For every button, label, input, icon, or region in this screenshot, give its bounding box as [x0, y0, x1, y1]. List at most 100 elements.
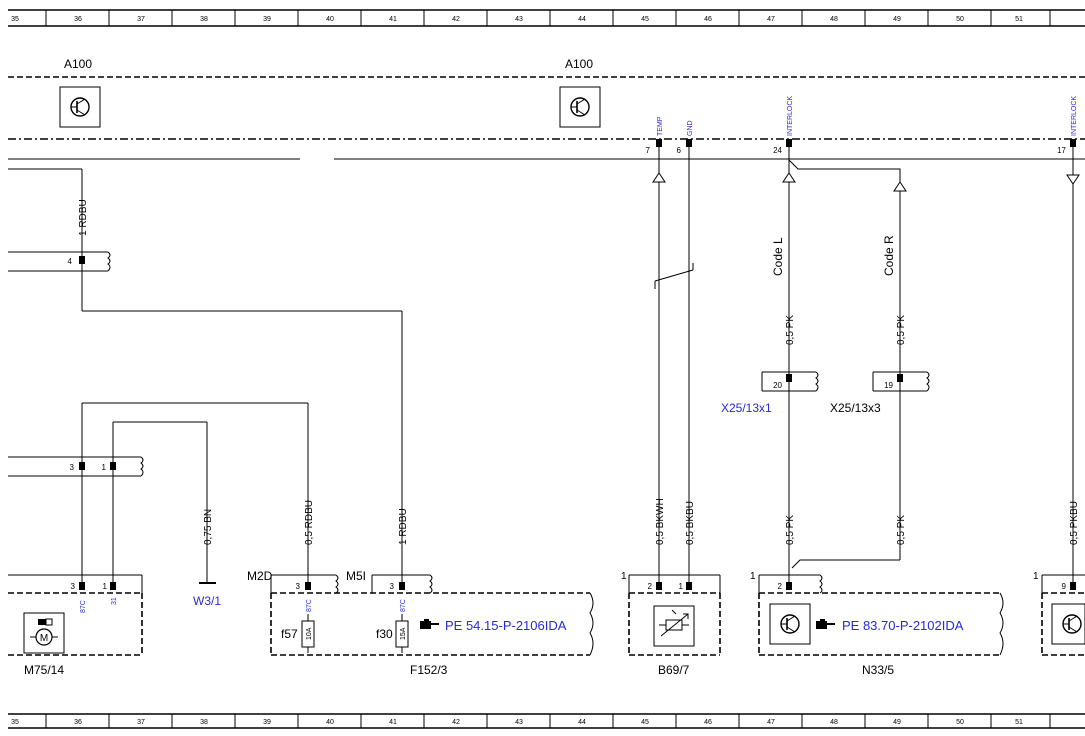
pointing-hand-icon [816, 619, 835, 629]
wires-interlock: Code L Code R 0,5 PK 0,5 PK 20 X25/13x1 … [721, 147, 930, 582]
component-m75-14: 3 1 87C 31 M M75/14 [8, 574, 143, 677]
wire-label: 1 RDBU [398, 508, 409, 545]
component-f152-3: M2D M5I 3 3 87C 87C 10A 15A f57 f30 PE [247, 569, 594, 677]
ruler-label: 49 [893, 719, 901, 726]
ruler-label: 41 [389, 719, 397, 726]
svg-text:2: 2 [648, 582, 653, 591]
svg-text:TEMP: TEMP [657, 116, 664, 136]
ruler-label: 45 [641, 16, 649, 23]
svg-text:N33/5: N33/5 [862, 663, 894, 677]
ruler-label: 47 [767, 719, 775, 726]
connector-pin: 20 [773, 381, 782, 390]
ruler-label: 38 [200, 16, 208, 23]
svg-text:6: 6 [677, 146, 682, 155]
svg-text:INTERLOCK: INTERLOCK [787, 96, 794, 136]
svg-text:3: 3 [390, 582, 395, 591]
a100-label-left: A100 [64, 57, 92, 71]
svg-text:1: 1 [103, 582, 108, 591]
a100-pin-temp: 7 TEMP [646, 116, 664, 155]
svg-text:3: 3 [296, 582, 301, 591]
ruler-label: 50 [956, 16, 964, 23]
connector-pin: 4 [68, 257, 73, 266]
svg-text:10A: 10A [306, 627, 313, 640]
ruler-label: 40 [326, 719, 334, 726]
ruler-label: 46 [704, 16, 712, 23]
ruler-label: 45 [641, 719, 649, 726]
ruler-label: 48 [830, 719, 838, 726]
ruler-label: 42 [452, 16, 460, 23]
wire-label: 0,5 PK [785, 515, 796, 545]
wire-label: 0,5 PK [896, 315, 907, 345]
reference-link-n33[interactable]: PE 83.70-P-2102IDA [842, 618, 964, 633]
transistor-icon [559, 86, 601, 128]
transistor-icon [769, 603, 811, 645]
svg-text:M75/14: M75/14 [24, 663, 64, 677]
ruler-label: 51 [1015, 16, 1023, 23]
a100-module: A100 A100 7 TEMP 6 GND [8, 57, 1085, 155]
svg-text:1: 1 [621, 571, 627, 582]
ruler-label: 40 [326, 16, 334, 23]
ruler-label: 50 [956, 719, 964, 726]
wire-label: 0,5 PK [785, 315, 796, 345]
svg-text:INTERLOCK: INTERLOCK [1071, 96, 1078, 136]
ruler-label: 37 [137, 16, 145, 23]
transistor-icon [1051, 603, 1085, 645]
ruler-top: 35 36 37 38 39 40 41 42 43 44 45 46 47 4… [8, 9, 1085, 27]
code-label-left: Code L [771, 237, 785, 276]
svg-text:87C: 87C [80, 600, 87, 613]
splice-label-x25-13x1: X25/13x1 [721, 401, 772, 415]
a100-label-right: A100 [565, 57, 593, 71]
ruler-label: 39 [263, 16, 271, 23]
svg-text:M2D: M2D [247, 569, 273, 583]
svg-text:f57: f57 [281, 627, 298, 641]
ruler-label: 35 [11, 16, 19, 23]
reference-link-f152[interactable]: PE 54.15-P-2106IDA [445, 618, 567, 633]
svg-text:87C: 87C [306, 599, 313, 612]
transistor-icon [59, 86, 101, 128]
ruler-label: 35 [11, 719, 19, 726]
svg-text:24: 24 [773, 146, 782, 155]
ruler-label: 42 [452, 719, 460, 726]
component-far-right: 0,5 PKBU 1 9 [1033, 147, 1085, 656]
svg-text:1: 1 [750, 571, 756, 582]
ruler-label: 44 [578, 16, 586, 23]
svg-text:F152/3: F152/3 [410, 663, 448, 677]
connector-pin: 1 [102, 463, 107, 472]
ruler-label: 43 [515, 16, 523, 23]
ruler-label: 37 [137, 719, 145, 726]
svg-text:GND: GND [687, 120, 694, 136]
wire-label: 0,5 BKWH [655, 498, 666, 545]
a100-pin-interlock-17: 17 INTERLOCK [1057, 96, 1078, 155]
connector-pin: 3 [70, 463, 75, 472]
a100-pin-interlock-24: 24 INTERLOCK [773, 96, 794, 155]
wires-b69: 0,5 BKWH 0,5 BKBU [652, 147, 696, 586]
svg-text:1: 1 [1033, 571, 1039, 582]
svg-text:M5I: M5I [346, 569, 366, 583]
svg-text:B69/7: B69/7 [658, 663, 690, 677]
wire-label: 0,5 PKBU [1069, 501, 1080, 545]
connector-pin: 19 [884, 381, 893, 390]
ruler-label: 41 [389, 16, 397, 23]
splice-label-x25-13x3: X25/13x3 [830, 401, 881, 415]
connector-mid-left: 3 1 [8, 402, 309, 586]
wire-label: 0,5 BKBU [685, 501, 696, 545]
svg-text:3: 3 [71, 582, 76, 591]
svg-text:1: 1 [679, 582, 684, 591]
ruler-label: 46 [704, 719, 712, 726]
ruler-label: 51 [1015, 719, 1023, 726]
component-n33-5: 1 2 PE 83.70-P-2102IDA N33/5 [750, 571, 1004, 677]
code-label-right: Code R [882, 235, 896, 276]
svg-text:M: M [40, 633, 48, 644]
wire-label: 0,75 BN [203, 509, 214, 545]
ruler-label: 43 [515, 719, 523, 726]
ruler-label: 47 [767, 16, 775, 23]
svg-text:2: 2 [778, 582, 783, 591]
component-b69-7: 1 2 1 B69/7 [621, 571, 721, 677]
ruler-label: 36 [74, 16, 82, 23]
wire-rdbu-top: 1 RDBU 4 [8, 199, 403, 586]
svg-text:7: 7 [646, 146, 651, 155]
svg-text:31: 31 [111, 597, 118, 605]
ruler-label: 44 [578, 719, 586, 726]
ruler-bottom: 35 36 37 38 39 40 41 42 43 44 45 46 47 4… [8, 713, 1085, 729]
